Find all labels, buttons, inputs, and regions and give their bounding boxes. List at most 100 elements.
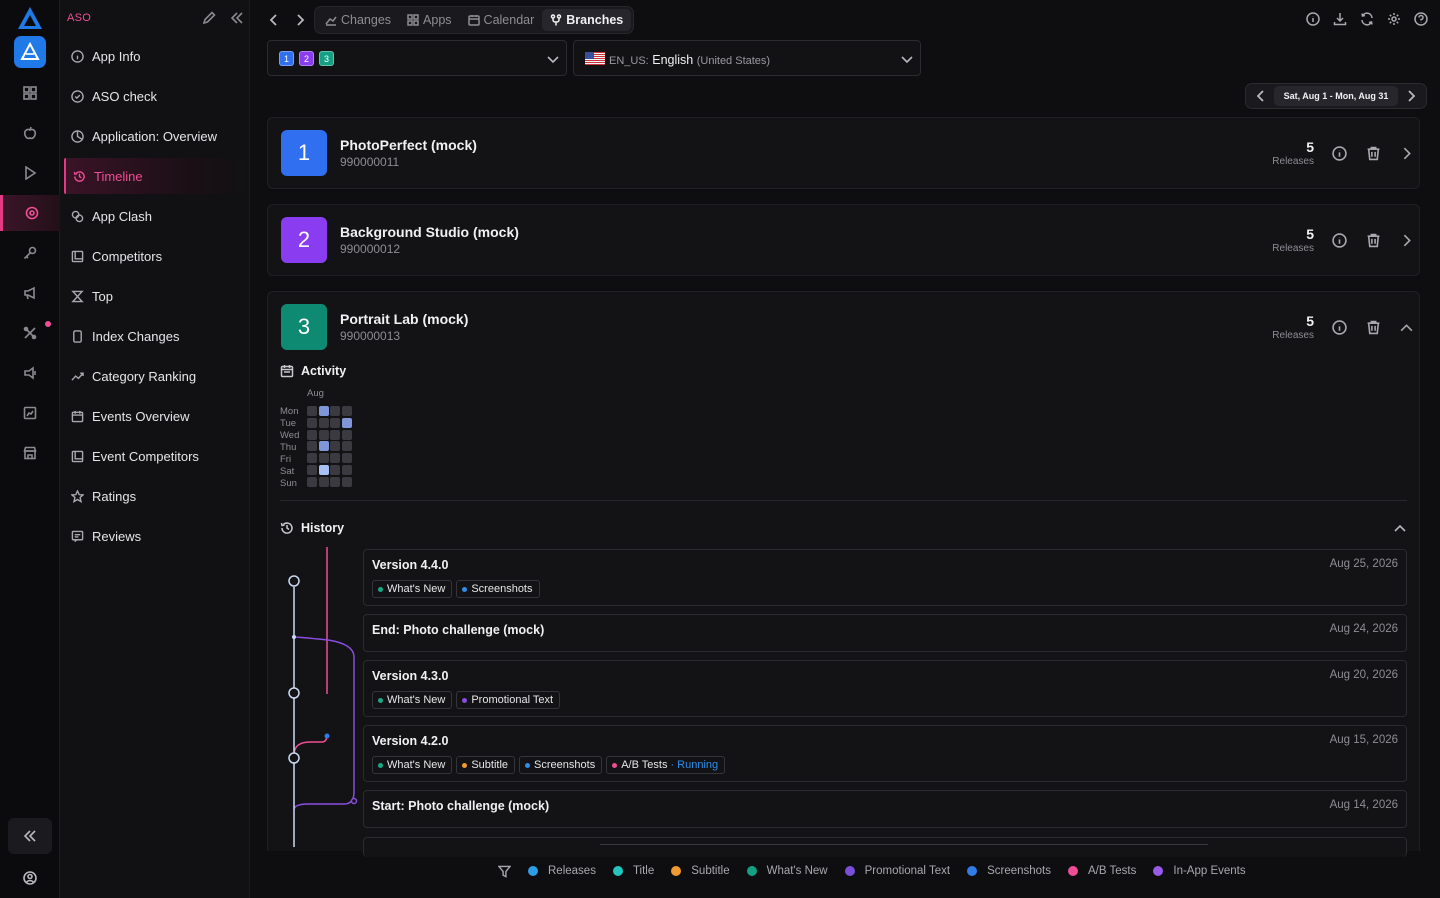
horizontal-scrollbar[interactable] <box>600 844 1208 845</box>
activity-cell[interactable] <box>318 441 329 452</box>
sidebar-item-application-overview[interactable]: Application: Overview <box>64 118 246 154</box>
sidebar-item-category-ranking[interactable]: Category Ranking <box>64 358 246 394</box>
refresh-icon[interactable] <box>1360 12 1374 26</box>
activity-cell[interactable] <box>330 465 340 475</box>
date-next-button[interactable] <box>1405 90 1417 102</box>
history-event[interactable]: Version 4.4.0 Aug 25, 2026 What's New Sc… <box>363 549 1407 606</box>
app-expand-button[interactable] <box>1399 146 1414 161</box>
filter-icon[interactable] <box>498 865 511 878</box>
activity-cell[interactable] <box>330 441 340 452</box>
tab-apps[interactable]: Apps <box>399 9 460 31</box>
rail-reports-button[interactable] <box>0 395 60 431</box>
sidebar-item-index-changes[interactable]: Index Changes <box>64 318 246 354</box>
current-app-icon[interactable] <box>14 36 46 68</box>
sidebar-item-top[interactable]: Top <box>64 278 246 314</box>
language-selector[interactable]: EN_US: English (United States) <box>573 40 921 76</box>
activity-cell[interactable] <box>318 476 329 487</box>
app-info-button[interactable] <box>1332 146 1347 161</box>
legend-item-title[interactable]: Title <box>612 865 654 877</box>
forward-button[interactable] <box>290 10 310 30</box>
legend-item-ab-tests[interactable]: A/B Tests <box>1068 865 1136 877</box>
rail-apple-button[interactable] <box>0 115 60 151</box>
app-selector[interactable]: 1 2 3 <box>267 40 567 76</box>
rail-tools-button[interactable] <box>0 315 60 351</box>
date-prev-button[interactable] <box>1255 90 1267 102</box>
app-chip-3[interactable]: 3 <box>319 51 334 66</box>
download-icon[interactable] <box>1333 12 1347 26</box>
activity-cell[interactable] <box>307 406 317 416</box>
activity-cell[interactable] <box>330 406 340 416</box>
sidebar-item-event-competitors[interactable]: Event Competitors <box>64 438 246 474</box>
app-collapse-button[interactable] <box>1399 320 1414 335</box>
sidebar-item-app-info[interactable]: App Info <box>64 38 246 74</box>
rail-play-button[interactable] <box>0 155 60 191</box>
rail-keywords-button[interactable] <box>0 235 60 271</box>
app-delete-button[interactable] <box>1366 146 1381 161</box>
help-icon[interactable] <box>1414 12 1428 26</box>
activity-cell[interactable] <box>330 417 340 428</box>
activity-cell[interactable] <box>318 465 329 475</box>
gear-icon[interactable] <box>1387 12 1401 26</box>
history-event[interactable]: Version 4.2.0 Aug 15, 2026 What's New Su… <box>363 725 1407 782</box>
legend-item-in-app-events[interactable]: In-App Events <box>1153 865 1246 877</box>
back-button[interactable] <box>264 10 284 30</box>
activity-cell[interactable] <box>307 465 317 475</box>
activity-cell[interactable] <box>307 429 317 440</box>
activity-cell[interactable] <box>330 429 340 440</box>
edit-button[interactable] <box>202 11 216 25</box>
activity-cell[interactable] <box>307 476 317 487</box>
legend-item-releases[interactable]: Releases <box>528 865 596 877</box>
activity-cell[interactable] <box>307 453 317 464</box>
legend-item-whats-new[interactable]: What's New <box>746 865 828 877</box>
activity-cell[interactable] <box>341 417 352 428</box>
activity-cell[interactable] <box>341 406 352 416</box>
history-event[interactable]: End: Photo challenge (mock) Aug 24, 2026 <box>363 614 1407 652</box>
activity-cell[interactable] <box>307 441 317 452</box>
activity-cell[interactable] <box>318 453 329 464</box>
legend-item-screenshots[interactable]: Screenshots <box>967 865 1051 877</box>
sidebar-collapse-button[interactable] <box>230 11 244 25</box>
sidebar-item-timeline[interactable]: Timeline <box>64 158 246 194</box>
app-card-2[interactable]: 2 Background Studio (mock) 990000012 5 R… <box>267 204 1420 276</box>
app-chip-2[interactable]: 2 <box>299 51 314 66</box>
activity-cell[interactable] <box>318 417 329 428</box>
rail-store-button[interactable] <box>0 435 60 471</box>
app-expand-button[interactable] <box>1399 233 1414 248</box>
legend-item-subtitle[interactable]: Subtitle <box>671 865 730 877</box>
info-icon[interactable] <box>1306 12 1320 26</box>
activity-cell[interactable] <box>318 429 329 440</box>
history-event[interactable]: Version 4.3.0 Aug 20, 2026 What's New Pr… <box>363 660 1407 717</box>
activity-cell[interactable] <box>318 406 329 416</box>
rail-collapse-button[interactable] <box>8 818 52 854</box>
activity-cell[interactable] <box>307 417 317 428</box>
tab-branches[interactable]: Branches <box>542 9 632 31</box>
activity-cell[interactable] <box>330 453 340 464</box>
rail-marketing-button[interactable] <box>0 275 60 311</box>
logo-icon[interactable] <box>17 6 43 30</box>
app-chip-1[interactable]: 1 <box>279 51 294 66</box>
sidebar-item-events-overview[interactable]: Events Overview <box>64 398 246 434</box>
sidebar-item-ratings[interactable]: Ratings <box>64 478 246 514</box>
activity-cell[interactable] <box>341 453 352 464</box>
legend-item-promotional-text[interactable]: Promotional Text <box>844 865 950 877</box>
app-info-button[interactable] <box>1332 320 1347 335</box>
app-delete-button[interactable] <box>1366 320 1381 335</box>
date-range-label[interactable]: Sat, Aug 1 - Mon, Aug 31 <box>1274 86 1398 106</box>
tab-changes[interactable]: Changes <box>317 9 399 31</box>
sidebar-item-aso-check[interactable]: ASO check <box>64 78 246 114</box>
rail-dashboard-button[interactable] <box>0 75 60 111</box>
app-info-button[interactable] <box>1332 233 1347 248</box>
sidebar-item-reviews[interactable]: Reviews <box>64 518 246 554</box>
activity-cell[interactable] <box>341 476 352 487</box>
history-collapse-button[interactable] <box>1393 521 1407 535</box>
app-card-1[interactable]: 1 PhotoPerfect (mock) 990000011 5 Releas… <box>267 117 1420 189</box>
activity-cell[interactable] <box>341 465 352 475</box>
sidebar-item-competitors[interactable]: Competitors <box>64 238 246 274</box>
rail-aso-button[interactable] <box>0 195 60 231</box>
activity-cell[interactable] <box>330 476 340 487</box>
activity-cell[interactable] <box>341 429 352 440</box>
sidebar-item-app-clash[interactable]: App Clash <box>64 198 246 234</box>
user-account-button[interactable] <box>0 866 60 890</box>
activity-cell[interactable] <box>341 441 352 452</box>
tab-calendar[interactable]: Calendar <box>460 9 543 31</box>
